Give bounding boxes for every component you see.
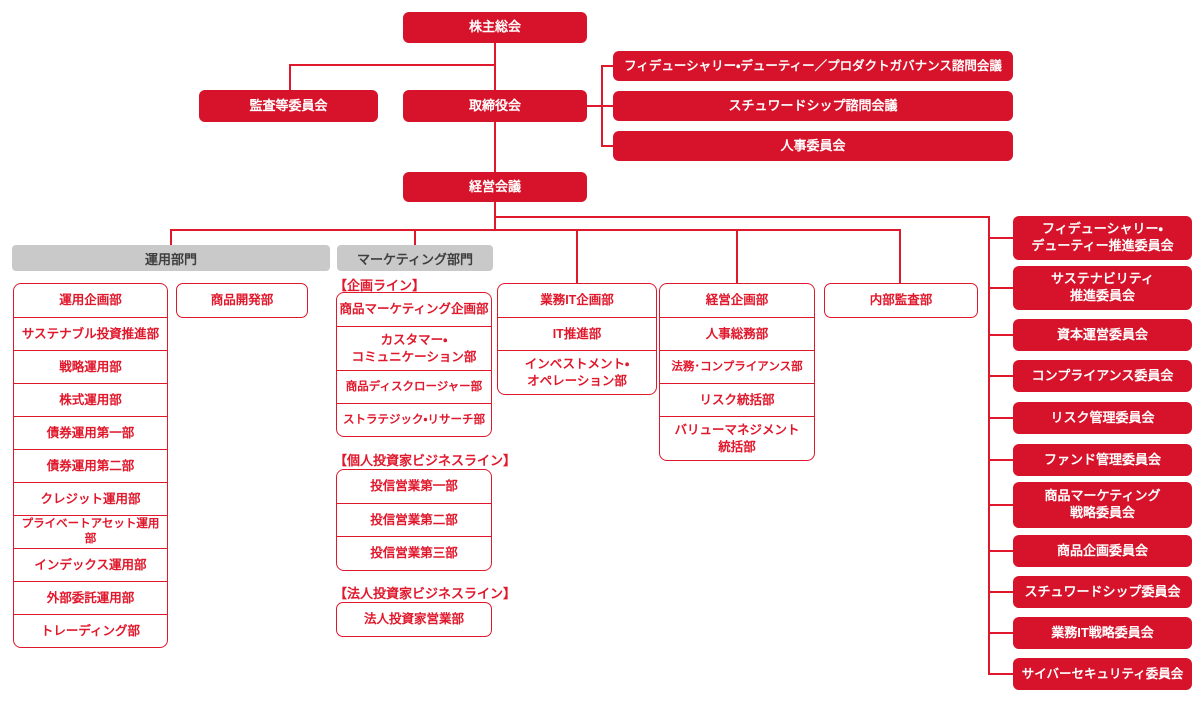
node-hr-committee: 人事委員会 bbox=[613, 131, 1013, 161]
dept-box: 商品マーケティング企画部 bbox=[339, 302, 489, 317]
node-board-of-directors: 取締役会 bbox=[403, 90, 587, 122]
dept-box: 債券運用第二部 bbox=[14, 449, 167, 482]
connector bbox=[988, 550, 1013, 552]
connector bbox=[170, 229, 901, 231]
connector bbox=[988, 459, 1013, 461]
institutional-line-stack: 法人投資家営業部 bbox=[336, 602, 492, 637]
dept-box: クレジット運用部 bbox=[14, 482, 167, 515]
connector bbox=[289, 64, 291, 90]
connector bbox=[494, 122, 496, 172]
connector bbox=[289, 64, 496, 66]
node-advisory-stewardship: スチュワードシップ諮問会議 bbox=[613, 91, 1013, 121]
retail-line-stack: 投信営業第一部 投信営業第二部 投信営業第三部 bbox=[336, 469, 492, 571]
connector bbox=[414, 229, 416, 245]
retail-line-label: 【個人投資家ビジネスライン】 bbox=[334, 453, 517, 468]
dept-box: 株式運用部 bbox=[14, 383, 167, 416]
connector bbox=[601, 65, 613, 67]
planning-line-stack: 商品マーケティング企画部 カスタマー・ コミュニケーション部 商品ディスクロージ… bbox=[336, 292, 492, 437]
dept-box: リスク統括部 bbox=[660, 383, 814, 416]
connector bbox=[988, 375, 1013, 377]
committee-compliance: コンプライアンス委員会 bbox=[1013, 360, 1192, 392]
product-development-box: 商品開発部 bbox=[176, 283, 308, 318]
dept-box: 債券運用第一部 bbox=[14, 416, 167, 449]
dept-box: 投信営業第二部 bbox=[337, 503, 491, 536]
dept-box: 運用企画部 bbox=[59, 293, 122, 308]
connector bbox=[587, 105, 613, 107]
dept-box: 人事総務部 bbox=[660, 317, 814, 350]
dept-box: 業務IT企画部 bbox=[540, 293, 614, 308]
dept-box: ストラテジック・リサーチ部 bbox=[337, 403, 491, 436]
dept-box: 内部監査部 bbox=[869, 293, 933, 308]
connector bbox=[170, 229, 172, 245]
it-operations-stack: 業務IT企画部 IT推進部 インベストメント・ オペレーション部 bbox=[497, 283, 657, 395]
dept-box: トレーディング部 bbox=[14, 614, 167, 647]
dept-box: カスタマー・ コミュニケーション部 bbox=[337, 326, 491, 370]
dept-box: プライベートアセット運用部 bbox=[14, 515, 167, 548]
connector bbox=[988, 237, 1013, 239]
connector bbox=[988, 287, 1013, 289]
dept-box: 投信営業第一部 bbox=[370, 479, 458, 494]
node-management-meeting: 経営会議 bbox=[403, 172, 587, 202]
committee-cyber-security: サイバーセキュリティ委員会 bbox=[1013, 658, 1192, 690]
connector bbox=[899, 229, 901, 283]
committee-capital-management: 資本運営委員会 bbox=[1013, 319, 1192, 351]
committee-sustainability: サステナビリティ 推進委員会 bbox=[1013, 266, 1192, 310]
planning-line-label: 【企画ライン】 bbox=[334, 278, 426, 293]
node-shareholders-meeting: 株主総会 bbox=[403, 12, 587, 43]
connector bbox=[601, 145, 613, 147]
connector bbox=[988, 216, 990, 675]
dept-box: 外部委託運用部 bbox=[14, 581, 167, 614]
committee-it-strategy: 業務IT戦略委員会 bbox=[1013, 617, 1192, 649]
connector bbox=[988, 673, 1013, 675]
connector bbox=[988, 632, 1013, 634]
dept-box: 投信営業第三部 bbox=[337, 536, 491, 570]
connector bbox=[736, 229, 738, 283]
connector bbox=[988, 504, 1013, 506]
internal-audit-box: 内部監査部 bbox=[824, 283, 978, 318]
division-investment: 運用部門 bbox=[12, 245, 330, 271]
node-advisory-fiduciary-product-governance: フィデューシャリー・デューティー／プロダクトガバナンス諮問会議 bbox=[613, 51, 1013, 81]
dept-box: インベストメント・ オペレーション部 bbox=[498, 350, 656, 394]
institutional-line-label: 【法人投資家ビジネスライン】 bbox=[334, 586, 517, 601]
node-audit-committee: 監査等委員会 bbox=[199, 90, 378, 122]
dept-box: 法人投資家営業部 bbox=[363, 612, 464, 627]
connector bbox=[988, 417, 1013, 419]
committee-fund-management: ファンド管理委員会 bbox=[1013, 444, 1192, 476]
connector bbox=[494, 216, 990, 218]
dept-box: IT推進部 bbox=[498, 317, 656, 350]
dept-box: 商品ディスクロージャー部 bbox=[337, 370, 491, 403]
committee-stewardship: スチュワードシップ委員会 bbox=[1013, 576, 1192, 608]
connector bbox=[601, 65, 603, 147]
connector bbox=[576, 229, 578, 283]
division-marketing: マーケティング部門 bbox=[337, 245, 493, 271]
dept-box: 戦略運用部 bbox=[14, 350, 167, 383]
dept-box: 法務･コンプライアンス部 bbox=[660, 350, 814, 383]
dept-box: バリューマネジメント 統括部 bbox=[660, 416, 814, 460]
dept-box: インデックス運用部 bbox=[14, 548, 167, 581]
dept-box: 商品開発部 bbox=[210, 293, 274, 308]
corporate-stack: 経営企画部 人事総務部 法務･コンプライアンス部 リスク統括部 バリューマネジメ… bbox=[659, 283, 815, 461]
committee-fiduciary-duty: フィデューシャリー・ デューティー推進委員会 bbox=[1013, 216, 1192, 260]
connector bbox=[988, 334, 1013, 336]
committee-product-marketing-strategy: 商品マーケティング 戦略委員会 bbox=[1013, 482, 1192, 528]
committee-risk-management: リスク管理委員会 bbox=[1013, 402, 1192, 434]
committee-product-planning: 商品企画委員会 bbox=[1013, 535, 1192, 567]
connector bbox=[494, 43, 496, 90]
investment-depts-stack: 運用企画部 サステナブル投資推進部 戦略運用部 株式運用部 債券運用第一部 債券… bbox=[13, 283, 168, 648]
dept-box: サステナブル投資推進部 bbox=[14, 317, 167, 350]
connector bbox=[988, 591, 1013, 593]
dept-box: 経営企画部 bbox=[705, 293, 769, 308]
